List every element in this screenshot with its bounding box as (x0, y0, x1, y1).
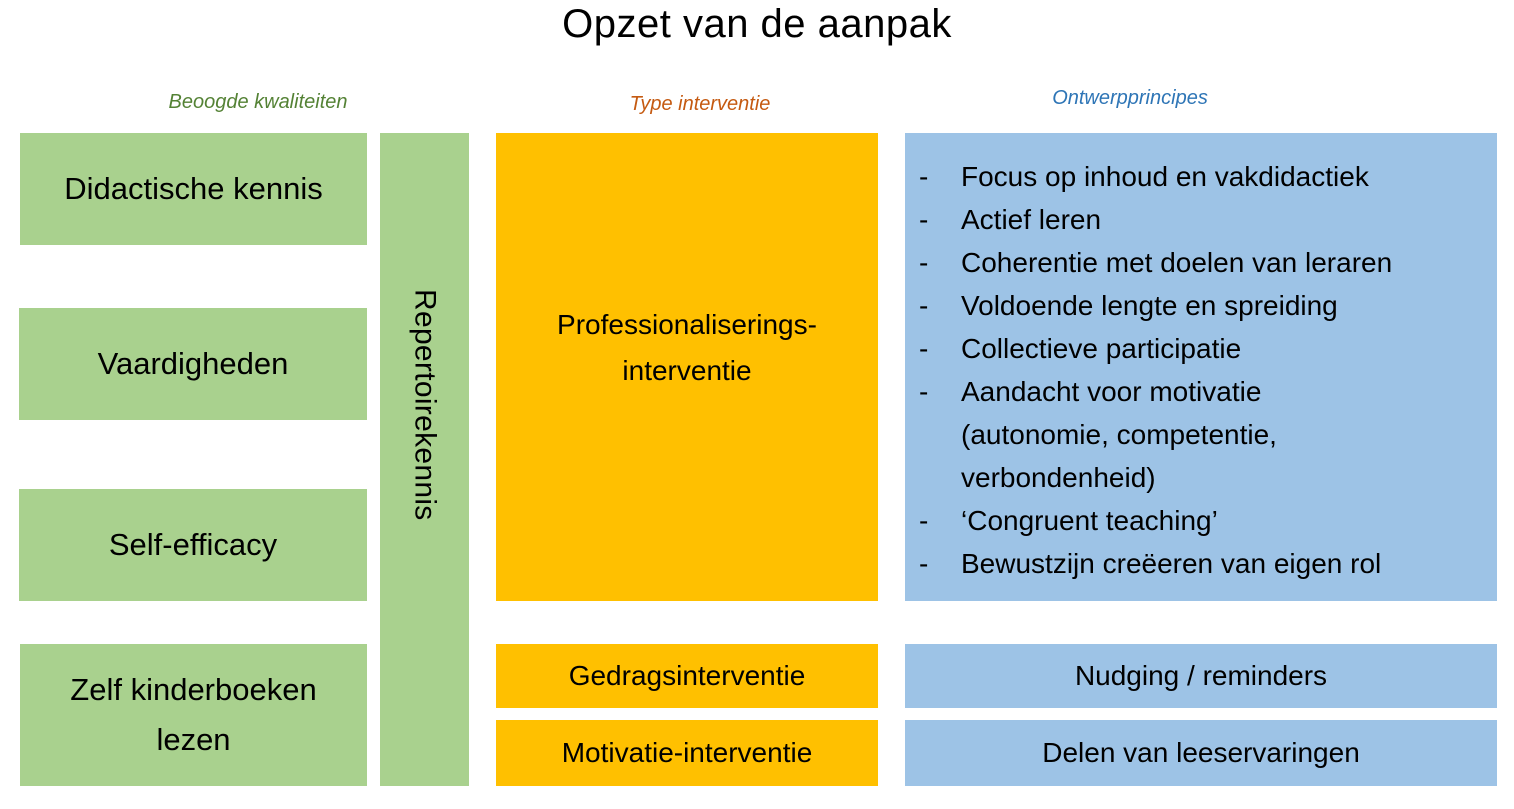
repertoire-bar: Repertoirekennis (380, 133, 469, 786)
principle-text: Coherentie met doelen van leraren (961, 247, 1393, 278)
quality-box-self-efficacy: Self-efficacy (19, 489, 367, 601)
qualities-column-header: Beoogde kwaliteiten (168, 91, 348, 113)
principle-text: Bewustzijn creëeren van eigen rol (961, 548, 1382, 579)
dash-bullet: - (919, 505, 929, 536)
dash-bullet: - (919, 204, 929, 235)
principle-text: Delen van leeservaringen (1042, 737, 1360, 768)
principle-text: Voldoende lengte en spreiding (961, 290, 1338, 321)
dash-bullet: - (919, 161, 929, 192)
quality-label: Vaardigheden (97, 346, 289, 381)
principle-item: - Coherentie met doelen van leraren (915, 241, 1487, 284)
quality-box-zelf-kinderboeken-lezen: Zelf kinderboeken lezen (20, 644, 367, 786)
dash-bullet: - (919, 290, 929, 321)
principles-box-main: - Focus op inhoud en vakdidactiek - Actief… (905, 133, 1497, 601)
principle-text: Actief leren (961, 204, 1102, 235)
dash-bullet: - (919, 376, 929, 407)
dash-bullet: - (919, 333, 929, 364)
principle-item: - Actief leren (915, 198, 1487, 241)
principle-text: ‘Congruent teaching’ (961, 505, 1218, 536)
intervention-label-line2: interventie (622, 355, 752, 386)
quality-box-didactische-kennis: Didactische kennis (20, 133, 367, 245)
intervention-label: Motivatie-interventie (561, 737, 813, 768)
principle-item: - Collectieve participatie (915, 327, 1487, 370)
principle-item: - ‘Congruent teaching’ (915, 499, 1487, 542)
quality-box-vaardigheden: Vaardigheden (19, 308, 367, 420)
principle-text: Collectieve participatie (961, 333, 1242, 364)
page-title: Opzet van de aanpak (562, 2, 952, 46)
principles-box-behavior: Nudging / reminders (905, 644, 1497, 708)
intervention-box-professionalisering: Professionaliserings- interventie (496, 133, 878, 601)
principle-text: Nudging / reminders (1074, 660, 1328, 691)
dash-bullet: - (919, 548, 929, 579)
principles-column-header: Ontwerpprincipes (1052, 87, 1208, 109)
principles-list: - Focus op inhoud en vakdidactiek - Actief… (915, 155, 1487, 585)
quality-label: Didactische kennis (64, 171, 323, 206)
quality-label: Zelf kinderboeken lezen (70, 672, 317, 757)
intervention-label-line1: Professionaliserings- (557, 309, 817, 340)
quality-label: Self-efficacy (108, 527, 278, 562)
intervention-label: Gedragsinterventie (568, 660, 806, 691)
principle-item: - Aandacht voor motivatie (autonomie, com… (915, 370, 1487, 499)
intervention-column-header: Type interventie (629, 93, 771, 115)
principle-item: - Voldoende lengte en spreiding (915, 284, 1487, 327)
dash-bullet: - (919, 247, 929, 278)
intervention-box-gedrag: Gedragsinterventie (496, 644, 878, 708)
principle-item: - Bewustzijn creëeren van eigen rol (915, 542, 1487, 585)
principle-item: - Focus op inhoud en vakdidactiek (915, 155, 1487, 198)
intervention-box-motivatie: Motivatie-interventie (496, 720, 878, 786)
principle-text: Aandacht voor motivatie (autonomie, comp… (961, 376, 1277, 493)
principle-text: Focus op inhoud en vakdidactiek (961, 161, 1369, 192)
principles-box-motivation: Delen van leeservaringen (905, 720, 1497, 786)
repertoire-label: Repertoirekennis (408, 288, 442, 521)
